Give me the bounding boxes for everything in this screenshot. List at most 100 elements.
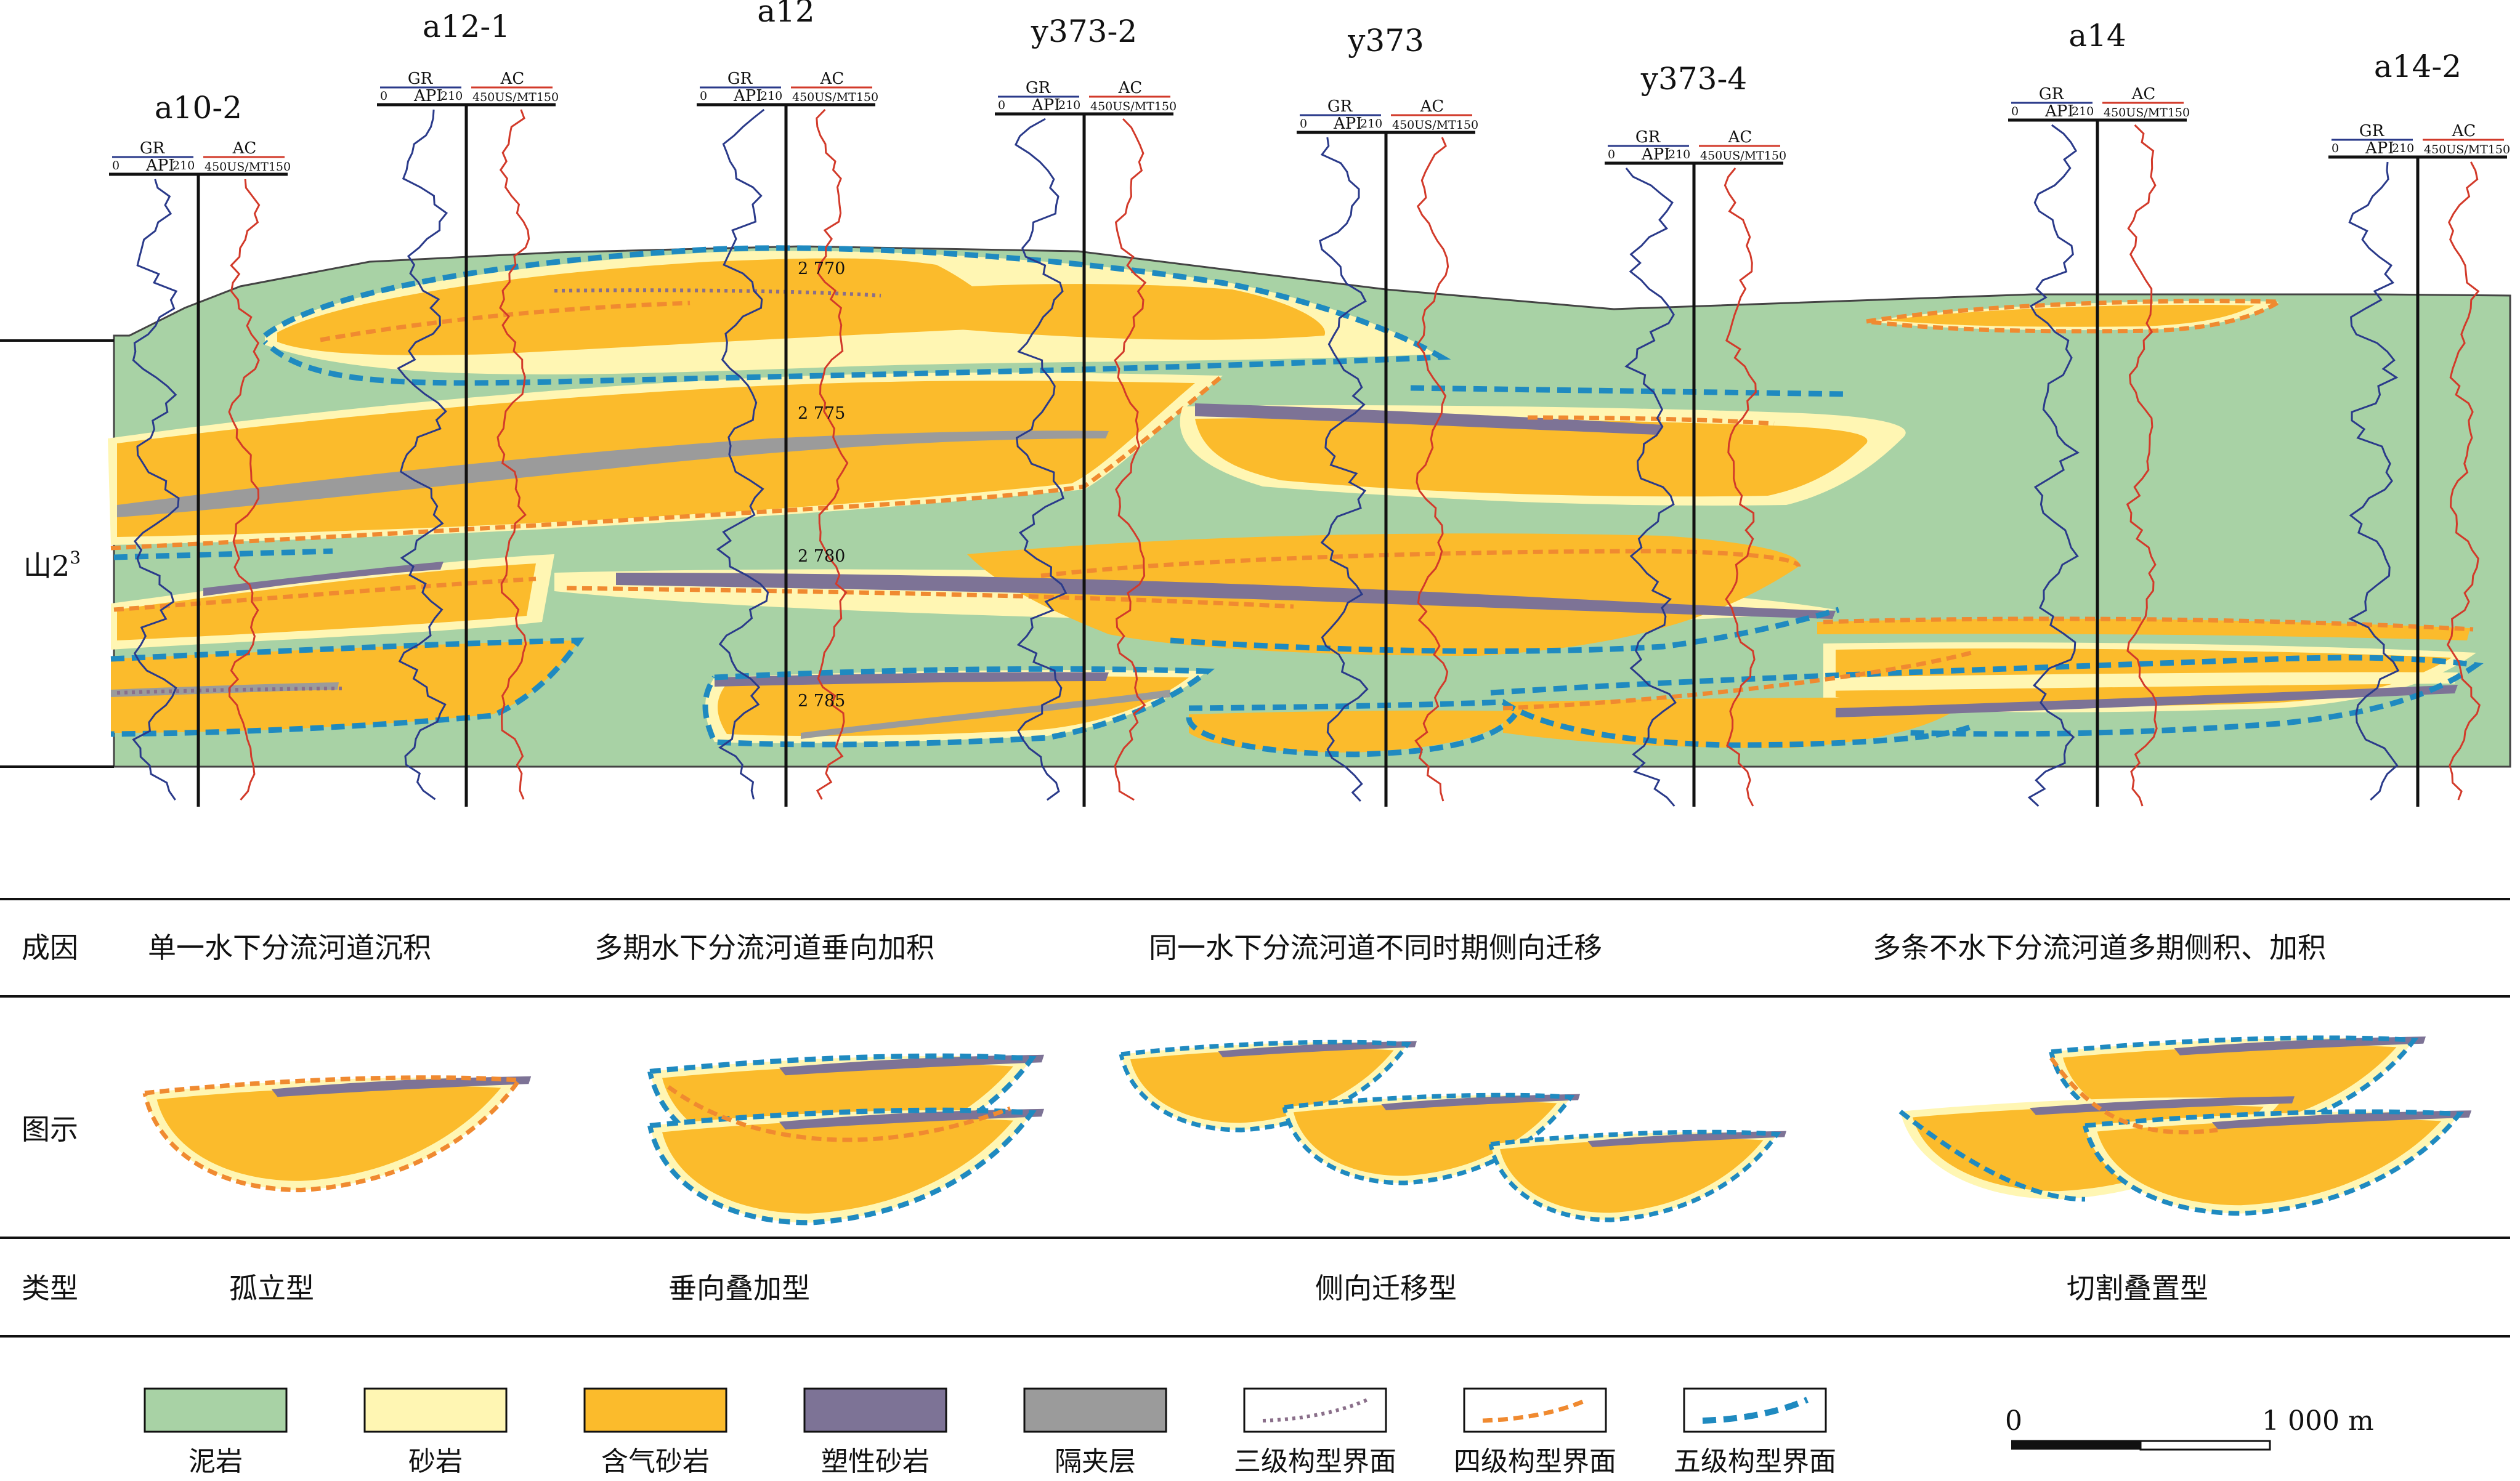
- legend-swatch: [144, 1387, 288, 1433]
- legend-item-3: 塑性砂岩: [803, 1387, 947, 1477]
- gr-curve: [1014, 118, 1068, 801]
- legend-swatch: [1683, 1387, 1827, 1433]
- ac-curve: [1414, 137, 1449, 802]
- section-left-frame: [0, 339, 114, 768]
- log-header-text: 210: [760, 89, 782, 103]
- genesis-isolated: 单一水下分流河道沉积: [148, 931, 431, 964]
- type-lateral: 侧向迁移型: [1315, 1272, 1457, 1305]
- log-header-text: 210: [2392, 142, 2414, 155]
- log-header-text: 0: [1608, 148, 1615, 161]
- row-label-diagram: 图示: [22, 1113, 78, 1146]
- scale-bar-end: 1 000 m: [2262, 1405, 2374, 1437]
- log-header-text: GR: [2039, 85, 2065, 103]
- scale-bar: 0 1 000 m: [2005, 1405, 2374, 1451]
- legend-item-0: 泥岩: [144, 1387, 288, 1477]
- log-header-text: 450US/MT150: [472, 91, 559, 104]
- legend-label: 五级构型界面: [1674, 1446, 1836, 1477]
- legend-label: 泥岩: [188, 1446, 243, 1477]
- row-label-type: 类型: [22, 1272, 78, 1305]
- log-header-text: AC: [820, 70, 845, 88]
- row-label-genesis: 成因: [22, 931, 78, 964]
- depth-label-2780: 2 780: [798, 547, 845, 566]
- log-header-text: 210: [440, 89, 463, 103]
- legend-label: 塑性砂岩: [821, 1446, 930, 1477]
- legend-swatch: [1243, 1387, 1387, 1433]
- summary-table: 成因 单一水下分流河道沉积 多期水下分流河道垂向加积 同一水下分流河道不同时期侧…: [0, 898, 2510, 1338]
- log-header-text: GR: [408, 70, 434, 88]
- log-header-text: 450US/MT150: [1392, 118, 1478, 132]
- legend-item-5: 三级构型界面: [1234, 1387, 1396, 1477]
- log-header-text: GR: [1635, 128, 1661, 147]
- gr-curve: [132, 179, 180, 801]
- log-header-text: 450US/MT150: [2104, 106, 2190, 119]
- log-header-text: 210: [1668, 148, 1690, 161]
- schematic-isolated: [142, 1075, 532, 1193]
- log-header-text: 210: [2072, 105, 2094, 118]
- sand-body-center-right: [1180, 385, 1906, 506]
- legend-swatch: [1023, 1387, 1167, 1433]
- log-header-text: 0: [112, 159, 120, 172]
- legend-item-4: 隔夹层: [1023, 1387, 1167, 1477]
- depth-label-2785: 2 785: [798, 692, 845, 711]
- scale-bar-start: 0: [2005, 1405, 2022, 1437]
- legend-item-6: 四级构型界面: [1454, 1387, 1616, 1477]
- legend: 泥岩砂岩含气砂岩塑性砂岩隔夹层三级构型界面四级构型界面五级构型界面: [144, 1387, 1836, 1477]
- log-header-text: 210: [1360, 117, 1382, 131]
- unit-label: 山23: [23, 547, 81, 583]
- legend-swatch: [1463, 1387, 1607, 1433]
- log-header-text: GR: [1327, 97, 1353, 116]
- legend-line: [1482, 1397, 1589, 1423]
- log-header-text: AC: [1728, 128, 1752, 147]
- ac-curve: [2446, 161, 2481, 801]
- schematic-vertical: [647, 1053, 1044, 1225]
- depth-labels: 2 770 2 775 2 780 2 785: [798, 259, 845, 711]
- sand-body-lower-left: [110, 637, 585, 737]
- gr-curve: [397, 109, 448, 801]
- gr-curve: [2027, 124, 2080, 807]
- well-name: y373-2: [1031, 14, 1137, 49]
- legend-label: 隔夹层: [1055, 1446, 1136, 1477]
- schematic-cut: [1898, 1035, 2472, 1216]
- log-header-text: API: [2044, 102, 2074, 121]
- type-isolated: 孤立型: [229, 1272, 314, 1305]
- legend-line: [1702, 1397, 1809, 1424]
- well-name: a10-2: [155, 90, 242, 126]
- log-header-text: 450US/MT150: [205, 160, 291, 174]
- sand-body-top: [262, 245, 1451, 386]
- log-header-text: AC: [1118, 79, 1143, 97]
- well-name: y373: [1347, 23, 1424, 59]
- log-header-text: 450US/MT150: [1700, 149, 1786, 163]
- genesis-vertical: 多期水下分流河道垂向加积: [594, 931, 934, 964]
- log-header-text: GR: [140, 139, 166, 158]
- well-name: a14: [2068, 18, 2126, 54]
- sand-body-lower-center: [702, 666, 1215, 748]
- ac-curve: [1724, 167, 1757, 807]
- log-header-text: API: [2365, 139, 2394, 158]
- well-name: a12: [757, 0, 814, 29]
- legend-item-7: 五级构型界面: [1674, 1387, 1836, 1477]
- sand-body-upper-right: [1866, 299, 2287, 334]
- log-header-text: 0: [2011, 105, 2019, 118]
- log-header-text: 450US/MT150: [2424, 143, 2510, 156]
- ac-curve: [816, 108, 849, 800]
- legend-label: 砂岩: [408, 1446, 463, 1477]
- log-header-text: AC: [2131, 85, 2156, 103]
- log-header-text: 0: [380, 89, 387, 103]
- ac-curve: [228, 179, 261, 801]
- depth-label-2770: 2 770: [798, 259, 845, 278]
- gr-curve: [1624, 167, 1677, 807]
- legend-label: 四级构型界面: [1454, 1446, 1616, 1477]
- well-name: a12-1: [423, 9, 510, 44]
- log-header-text: GR: [1026, 79, 1051, 97]
- log-header-text: 0: [1300, 117, 1307, 131]
- gr-curve: [1319, 137, 1369, 802]
- log-header-text: 0: [700, 89, 707, 103]
- sand-body-mid-left: [111, 548, 554, 650]
- type-cut: 切割叠置型: [2067, 1272, 2208, 1305]
- well-name: a14-2: [2374, 49, 2461, 84]
